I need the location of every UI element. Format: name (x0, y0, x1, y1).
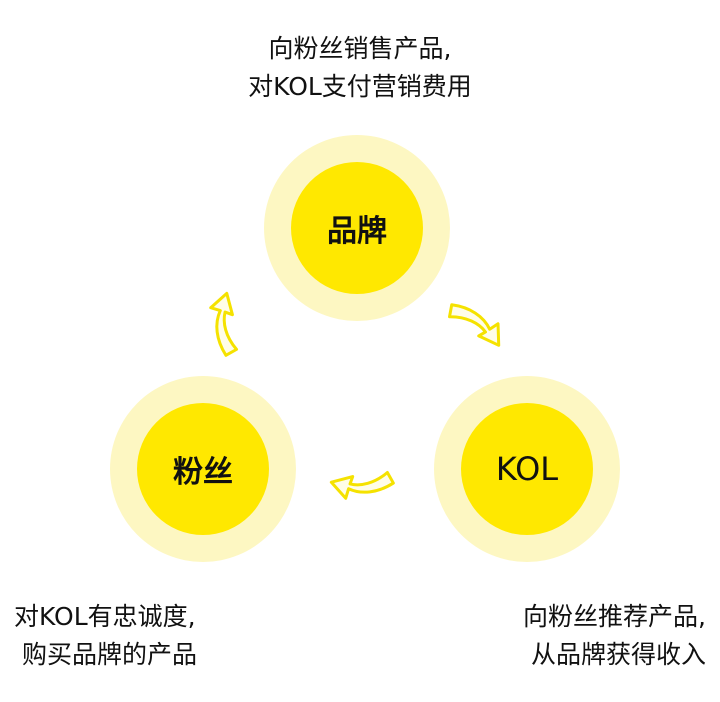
curved-arrow-icon (209, 291, 239, 357)
brand-node-label: 品牌 (291, 162, 423, 294)
fans-caption-line: 对KOL有忠诚度, (14, 602, 196, 631)
kol-caption-line: 从品牌获得收入 (530, 640, 706, 669)
brand-caption-line: 对KOL支付营销费用 (248, 72, 472, 101)
kol-node: KOL (434, 376, 620, 562)
fans-caption: 对KOL有忠诚度, 购买品牌的产品 (14, 598, 197, 674)
fans-node: 粉丝 (110, 376, 296, 562)
curved-arrow-icon (448, 303, 501, 347)
curved-arrow-icon (329, 470, 395, 500)
brand-caption: 向粉丝销售产品, 对KOL支付营销费用 (0, 30, 720, 106)
fans-node-label: 粉丝 (137, 403, 269, 535)
kol-caption-line: 向粉丝推荐产品, (523, 602, 706, 631)
kol-caption: 向粉丝推荐产品, 从品牌获得收入 (523, 598, 706, 674)
brand-node: 品牌 (264, 135, 450, 321)
fans-caption-line: 购买品牌的产品 (14, 640, 197, 669)
brand-caption-line: 向粉丝销售产品, (268, 34, 452, 63)
kol-node-label: KOL (461, 403, 593, 535)
